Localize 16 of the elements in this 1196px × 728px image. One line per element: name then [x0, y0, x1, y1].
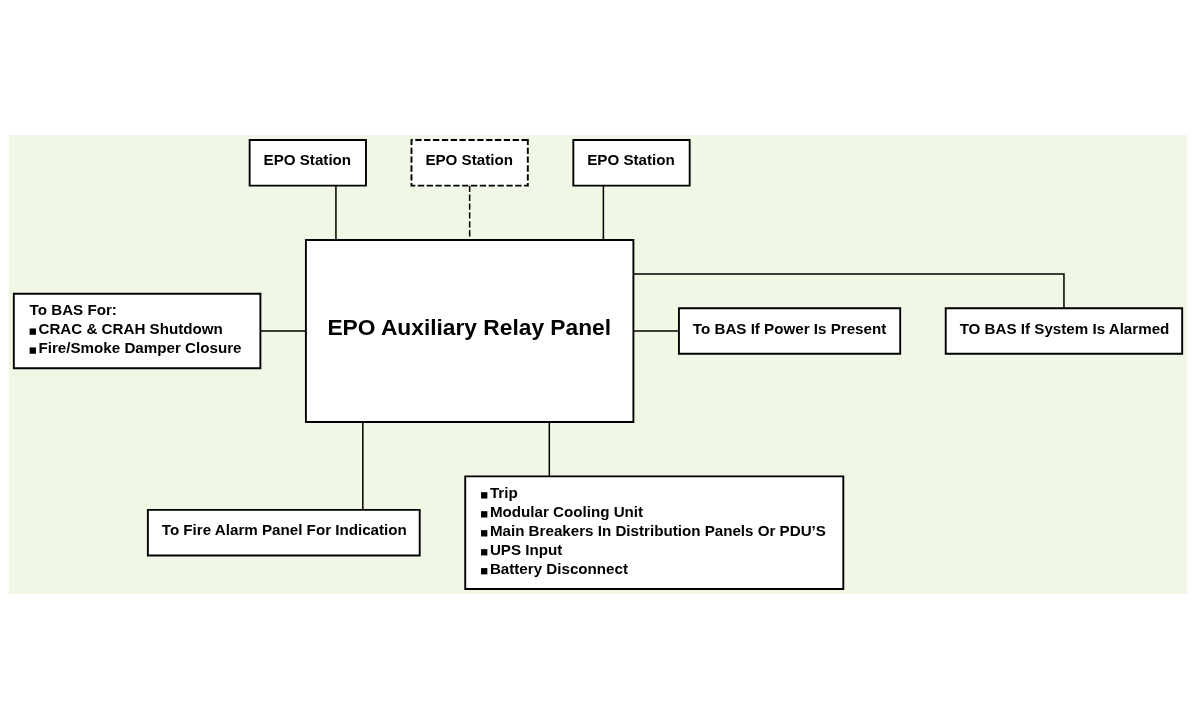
node-box: To BAS If Power Is Present: [677, 306, 902, 355]
connector: [633, 329, 680, 332]
node-box: EPO Station: [410, 138, 529, 187]
connector: [632, 272, 1065, 309]
node-box: TO BAS If System Is Alarmed: [944, 306, 1184, 355]
connector: [548, 421, 551, 477]
connector: [259, 329, 307, 332]
node-box: EPO Station: [572, 138, 691, 187]
node-box: To Fire Alarm Panel For Indication: [146, 508, 421, 556]
node-box: Trip Modular Cooling Unit Main Breakers In Distribution Panels Or PDU’S UPS Input Battery Disconnect: [464, 474, 845, 590]
node-box: EPO Station: [248, 138, 367, 187]
node-box: To BAS For: CRAC & CRAH Shutdown Fire/Smoke Damper Closure: [12, 292, 262, 369]
connector: [362, 421, 364, 511]
node-box: EPO Auxiliary Relay Panel: [304, 238, 635, 423]
connector: [602, 184, 605, 241]
connector: [335, 184, 337, 241]
